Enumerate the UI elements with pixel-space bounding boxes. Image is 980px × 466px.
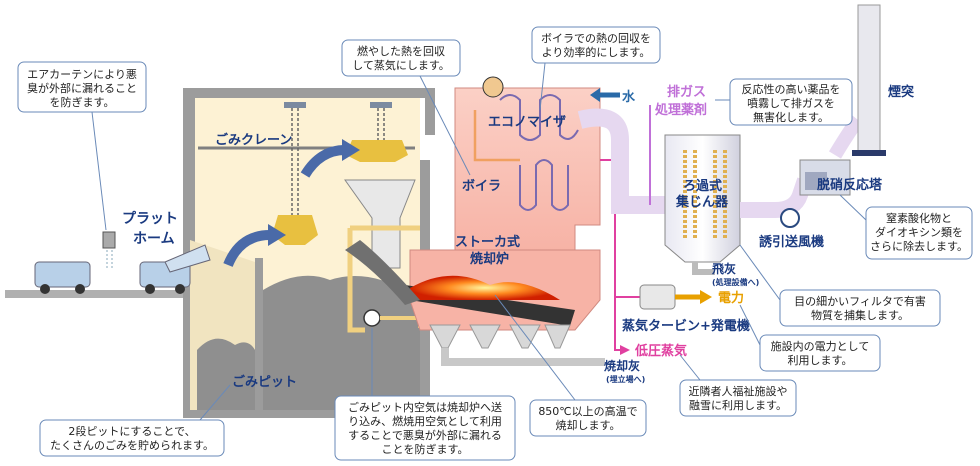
note-air-curtain-2: 臭が外部に漏れること xyxy=(27,81,137,95)
note-electricity-2: 利用します。 xyxy=(788,354,853,367)
note-air-curtain-3: を防ぎます。 xyxy=(50,95,115,109)
label-economizer: エコノマイザ xyxy=(488,115,566,130)
ground xyxy=(5,290,185,298)
note-electricity-1: 施設内の電力として xyxy=(771,339,870,353)
duct-to-tower xyxy=(740,177,813,218)
note-high-temp-2: 焼却します。 xyxy=(556,419,621,432)
note-nox-2: ダイオキシン類を xyxy=(875,225,963,239)
label-dust-collector-1: ろ過式 xyxy=(683,178,722,194)
label-fan: 誘引送風機 xyxy=(759,234,824,250)
low-steam-line xyxy=(600,159,620,351)
note-air-curtain-1: エアカーテンにより悪 xyxy=(27,68,137,81)
hopper xyxy=(344,179,416,269)
label-platform-2: ホーム xyxy=(133,231,175,247)
label-stoker-2: 焼却炉 xyxy=(470,251,509,267)
note-pit-air-4: ことを防ぎます。 xyxy=(382,442,469,456)
note-filter-1: 目の細かいフィルタで有害 xyxy=(794,294,926,308)
garbage-truck-right xyxy=(139,244,211,294)
label-fly-ash: 飛灰 xyxy=(711,261,736,276)
label-power: 電力 xyxy=(718,290,744,306)
label-turbine: 蒸気タービン+発電機 xyxy=(622,318,750,334)
note-chemicals-3: 無害化します。 xyxy=(753,110,829,124)
induced-fan xyxy=(780,208,800,228)
note-two-stage-pit-1: 2段ピットにすることで、 xyxy=(68,424,195,438)
dust-collector xyxy=(664,134,741,275)
label-low-steam: 低圧蒸気 xyxy=(634,343,687,359)
label-platform-1: プラット xyxy=(122,211,178,227)
note-filter-2: 物質を捕集します。 xyxy=(811,308,909,322)
air-curtain-unit xyxy=(102,231,116,249)
transfer-arrow xyxy=(223,230,271,268)
air-duct xyxy=(347,228,365,333)
note-nox-3: さらに除去します。 xyxy=(870,239,968,253)
chimney xyxy=(857,4,881,156)
label-fly-ash-sub: (処理設備へ) xyxy=(712,277,759,287)
label-stoker-1: ストーカ式 xyxy=(455,234,520,250)
note-two-stage-pit: 2段ピットにすることで、 たくさんのごみを貯められます。 xyxy=(39,384,231,457)
label-crane: ごみクレーン xyxy=(215,132,292,148)
note-boiler-efficiency-1: ボイラでの熱の回収を xyxy=(541,32,651,45)
exhaust-duct xyxy=(577,108,665,214)
denitration-tower xyxy=(799,159,851,196)
note-high-temp: 850℃以上の高温で 焼却します。 xyxy=(494,294,647,437)
crane xyxy=(272,102,408,245)
note-chemicals: 反応性の高い薬品を 噴霧して排ガスを 無害化します。 xyxy=(715,78,853,126)
air-fan xyxy=(363,309,381,327)
note-chemicals-2: 噴霧して排ガスを xyxy=(747,96,835,110)
note-high-temp-1: 850℃以上の高温で xyxy=(538,404,637,418)
note-heat-recovery-2: して蒸気にします。 xyxy=(352,58,450,72)
transfer-arrow xyxy=(300,145,346,178)
note-electricity: 施設内の電力として 利用します。 xyxy=(739,304,881,372)
note-nox: 窒素酸化物と ダイオキシン類を さらに除去します。 xyxy=(839,194,973,260)
note-heat-recovery-1: 燃やした熱を回収 xyxy=(357,44,445,58)
note-heat-recovery: 燃やした熱を回収 して蒸気にします。 xyxy=(341,39,471,176)
stoker-grate xyxy=(345,240,575,326)
note-pit-air-3: することで悪臭が外部に漏れる xyxy=(348,428,502,442)
label-water: 水 xyxy=(622,89,636,105)
label-pit: ごみピット xyxy=(232,374,297,390)
label-bottom-ash: 焼却灰 xyxy=(604,358,640,373)
note-two-stage-pit-2: たくさんのごみを貯められます。 xyxy=(50,438,214,452)
turbine-generator xyxy=(639,284,712,310)
note-boiler-efficiency: ボイラでの熱の回収を より効率的にします。 xyxy=(531,26,661,111)
note-pit-air: ごみピット内空気は焼却炉へ送 り込み、燃焼用空気として利用 することで悪臭が外部… xyxy=(334,328,516,461)
label-exhaust-agent-1: 排ガス xyxy=(667,84,706,100)
note-welfare-2: 融雪に利用します。 xyxy=(689,399,787,412)
label-dust-collector-2: 集じん器 xyxy=(675,194,729,210)
note-filter: 目の細かいフィルタで有害 物質を捕集します。 xyxy=(739,244,941,327)
ash-hoppers xyxy=(429,324,605,366)
note-boiler-efficiency-2: より効率的にします。 xyxy=(542,45,651,59)
label-exhaust-agent-2: 処理薬剤 xyxy=(654,102,707,118)
label-chimney: 煙突 xyxy=(888,84,914,100)
note-chemicals-1: 反応性の高い薬品を xyxy=(742,82,841,96)
label-boiler: ボイラ xyxy=(462,178,501,194)
label-bottom-ash-sub: (埋立場へ) xyxy=(606,374,645,384)
note-welfare: 近隣者人福祉施設や 融雪に利用します。 xyxy=(679,354,797,417)
note-pit-air-1: ごみピット内空気は焼却炉へ送 xyxy=(348,400,502,414)
note-nox-1: 窒素酸化物と xyxy=(886,211,952,225)
garbage-truck-left xyxy=(34,261,91,294)
note-welfare-1: 近隣者人福祉施設や xyxy=(689,384,788,398)
note-pit-air-2: り込み、燃焼用空気として利用 xyxy=(348,414,502,428)
note-air-curtain: エアカーテンにより悪 臭が外部に漏れること を防ぎます。 xyxy=(17,61,147,231)
label-denitration: 脱硝反応塔 xyxy=(817,177,883,193)
